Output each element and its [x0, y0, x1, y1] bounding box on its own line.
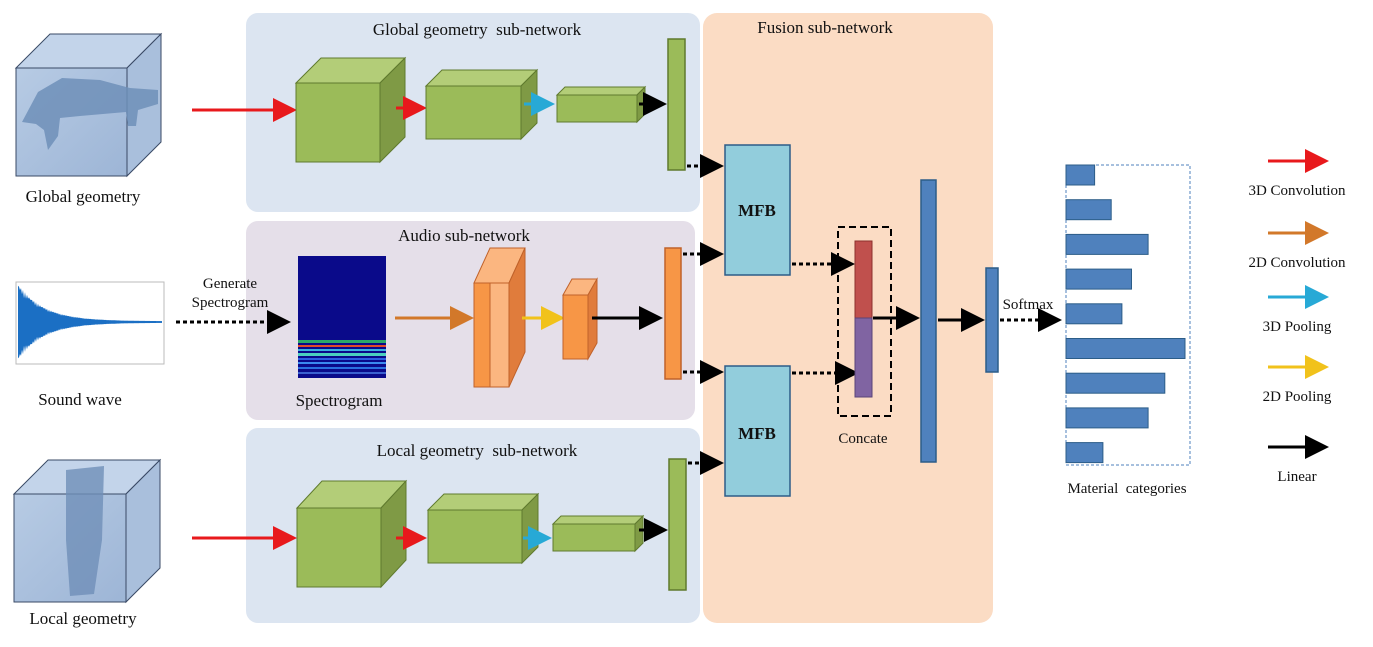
local-fc-vector — [668, 458, 687, 591]
local-panel-title: Local geometry sub-network — [377, 441, 578, 460]
category-bar — [1065, 372, 1166, 394]
audio-conv-block-2 — [562, 277, 598, 361]
local-geometry-label: Local geometry — [29, 609, 137, 628]
spectrogram-label: Spectrogram — [296, 391, 383, 410]
mfb-bottom-label: MFB — [738, 424, 776, 443]
fusion-panel-title: Fusion sub-network — [757, 18, 893, 37]
local-geometry-cube — [12, 458, 162, 604]
sound-wave-label: Sound wave — [38, 390, 122, 409]
concat-top-segment — [854, 240, 873, 319]
audio-conv-block-1 — [473, 247, 526, 388]
mfb-block-top — [724, 144, 791, 276]
local-conv-block-3 — [551, 514, 645, 553]
legend-label: 3D Convolution — [1248, 183, 1346, 199]
audio-fc-vector — [664, 247, 682, 380]
legend-label: 2D Convolution — [1248, 255, 1346, 271]
fusion-fc-vector — [920, 179, 937, 463]
legend: 3D Convolution 2D Convolution 3D Pooling 2D… — [1248, 149, 1346, 485]
legend-label: Linear — [1277, 469, 1316, 485]
fusion-subnetwork-panel — [703, 13, 993, 623]
local-conv-block-1 — [295, 479, 408, 589]
softmax-vector — [985, 267, 999, 373]
concat-box — [837, 226, 892, 417]
generate-label-line2: Spectrogram — [192, 295, 269, 311]
global-conv-block-1 — [294, 56, 407, 164]
category-bar — [1065, 233, 1149, 255]
global-geometry-label: Global geometry — [26, 187, 141, 206]
local-conv-block-2 — [426, 492, 540, 565]
global-panel-title: Global geometry sub-network — [373, 20, 582, 39]
category-bar — [1065, 164, 1096, 186]
category-bar — [1065, 442, 1104, 464]
mfb-block-bottom — [724, 365, 791, 497]
global-conv-block-3 — [555, 85, 647, 124]
category-bar — [1065, 407, 1149, 429]
mfb-top-label: MFB — [738, 201, 776, 220]
generate-label-line1: Generate — [203, 276, 257, 292]
material-category-bars — [1065, 164, 1186, 464]
legend-label: 2D Pooling — [1263, 389, 1332, 405]
category-bar — [1065, 199, 1112, 221]
global-conv-block-2 — [424, 68, 539, 141]
legend-label: 3D Pooling — [1263, 319, 1332, 335]
spectrogram-image — [298, 256, 386, 378]
concate-label: Concate — [838, 431, 887, 447]
category-bar — [1065, 338, 1186, 359]
material-categories-label: Material categories — [1067, 481, 1186, 497]
global-geometry-cube — [14, 32, 163, 178]
sound-wave-image — [15, 281, 165, 365]
global-fc-vector — [667, 38, 686, 171]
audio-panel-title: Audio sub-network — [398, 226, 530, 245]
category-bar — [1065, 268, 1132, 290]
concat-bottom-segment — [854, 317, 873, 398]
category-bar — [1065, 303, 1123, 325]
softmax-label: Softmax — [1003, 297, 1054, 313]
